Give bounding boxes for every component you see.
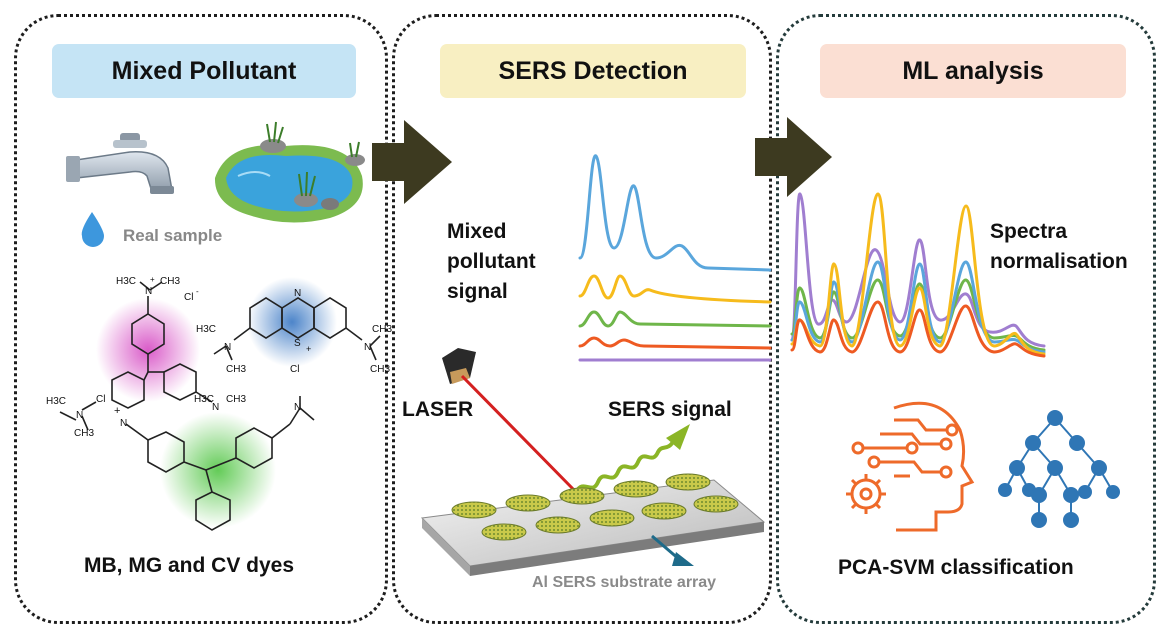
cv-cl: Cl: [96, 394, 105, 405]
laser-label: LASER: [402, 398, 474, 421]
mb-n-top: N: [294, 288, 301, 299]
sers-signal-wave: [574, 438, 676, 494]
methylene-blue-structure: [213, 297, 381, 361]
normalisation-label-line1: Spectra: [990, 220, 1068, 243]
spectrum-orange-line: [578, 336, 772, 350]
substrate-pointer-arrow: [672, 552, 694, 566]
mb-s: S: [294, 338, 301, 349]
mixed-signal-label-line2: pollutant: [447, 250, 536, 273]
arrow-right-icon: [755, 117, 832, 197]
water-drop-icon: [81, 212, 104, 247]
mg-top-me-left: H3C: [116, 276, 136, 287]
mb-cl: Cl: [290, 364, 299, 375]
substrate-label: Al SERS substrate array: [532, 574, 717, 591]
dyes-label: MB, MG and CV dyes: [84, 554, 295, 577]
laser-head-icon: [442, 348, 476, 384]
panel-mixed-pollutant: [14, 14, 388, 624]
substrate-array: [420, 473, 766, 576]
cv-left-me-top: H3C: [46, 396, 66, 407]
mg-cl: Cl: [184, 292, 193, 303]
mg-right-me-left: H3C: [194, 394, 214, 405]
mb-plus: +: [306, 344, 311, 354]
real-sample-label: Real sample: [123, 226, 223, 245]
norm-spectrum-green-line: [790, 278, 1046, 352]
title-ml-analysis: ML analysis: [820, 44, 1126, 98]
mb-left-me-bot: CH3: [226, 364, 246, 375]
norm-spectrum-yellow-line: [790, 192, 1046, 356]
mg-top-n: N: [145, 286, 152, 297]
cv-left-n: N: [76, 410, 83, 421]
malachite-green-structure: [111, 281, 213, 409]
sers-signal-label: SERS signal: [608, 398, 732, 421]
mg-right-me-right: CH3: [226, 394, 246, 405]
classification-label: PCA-SVM classification: [838, 556, 1074, 579]
title-mixed-pollutant: Mixed Pollutant: [52, 44, 356, 98]
water-tap-icon: [66, 133, 174, 194]
decision-tree-icon: [998, 410, 1120, 528]
mb-left-n: N: [224, 342, 231, 353]
mixed-signal-label-line1: Mixed: [447, 220, 507, 243]
panel-ml-analysis: [776, 14, 1156, 624]
mb-right-n: N: [364, 342, 371, 353]
cv-right-n: N: [294, 402, 301, 413]
panel-sers-detection: [392, 14, 772, 624]
laser-beam: [460, 374, 578, 494]
title-sers-detection: SERS Detection: [440, 44, 746, 98]
cv-left-me-bot: CH3: [74, 428, 94, 439]
mg-right-n: N: [212, 402, 219, 413]
spectrum-blue-line: [578, 154, 772, 272]
pond-icon: [214, 121, 365, 223]
mixed-signal-label-line3: signal: [447, 280, 508, 303]
cv-plus: +: [114, 405, 120, 417]
mg-minus: -: [196, 287, 199, 296]
spectrum-yellow-line: [578, 274, 772, 304]
ai-head-icon: [846, 401, 975, 532]
mb-right-me-bot: CH3: [370, 364, 390, 375]
spectrum-green-line: [578, 310, 772, 328]
mb-right-me-top: CH3: [372, 324, 392, 335]
mg-top-me-right: CH3: [160, 276, 180, 287]
normalisation-label-line2: normalisation: [990, 250, 1128, 273]
mb-left-me-top: H3C: [196, 324, 216, 335]
arrow-right-icon: [372, 120, 452, 204]
crystal-violet-structure: [59, 396, 315, 531]
mg-plus: +: [150, 275, 155, 284]
cv-n-plus: N: [120, 418, 127, 429]
norm-spectrum-orange-line: [790, 300, 1046, 358]
